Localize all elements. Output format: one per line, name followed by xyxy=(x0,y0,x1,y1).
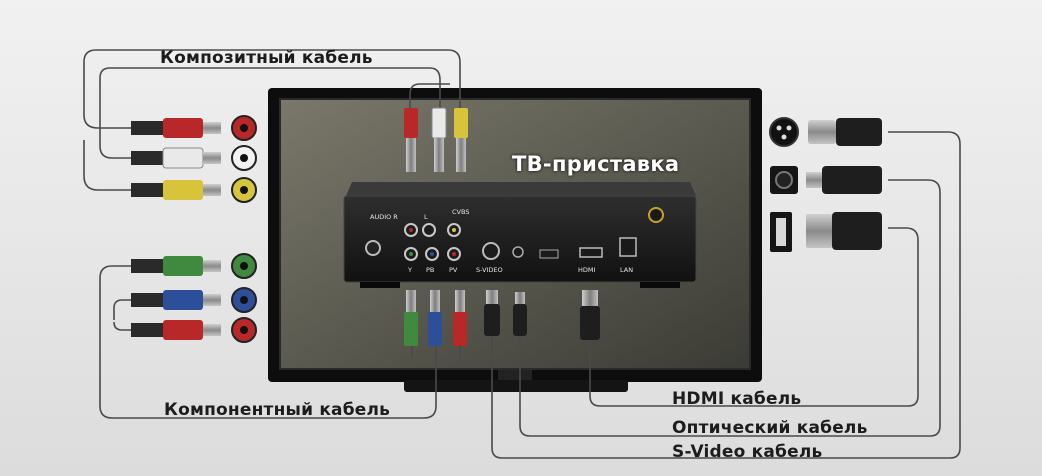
composite-sockets-left xyxy=(231,115,257,203)
box-title: ТВ-приставка xyxy=(512,152,680,176)
port-label-svideo: S-VIDEO xyxy=(476,266,503,274)
port-label-lan: LAN xyxy=(620,266,634,274)
component-sockets-left xyxy=(231,253,257,343)
set-top-box xyxy=(343,182,697,288)
cable-lines xyxy=(83,49,961,459)
component-plugs-left xyxy=(131,256,221,340)
port-label-cvbs: CVBS xyxy=(452,208,470,216)
component-cable-label: Компонентный кабель xyxy=(164,400,391,420)
svideo-cable-label: S-Video кабель xyxy=(672,442,823,462)
composite-cable-label: Композитный кабель xyxy=(160,48,373,68)
port-label-pb: PB xyxy=(426,266,435,274)
hdmi-cable-label: HDMI кабель xyxy=(672,389,802,409)
optical-cable-label: Оптический кабель xyxy=(672,418,868,438)
composite-plugs-top xyxy=(404,107,468,172)
component-plugs-bottom xyxy=(404,290,600,346)
right-sockets xyxy=(769,117,799,252)
port-label-y: Y xyxy=(408,266,412,274)
right-plugs xyxy=(806,118,882,250)
composite-plugs-left xyxy=(131,118,221,200)
port-label-audio-r: AUDIO R xyxy=(370,213,398,221)
port-label-hdmi: HDMI xyxy=(578,266,596,274)
port-label-audio-l: L xyxy=(424,213,428,221)
port-label-pr: PV xyxy=(449,266,458,274)
